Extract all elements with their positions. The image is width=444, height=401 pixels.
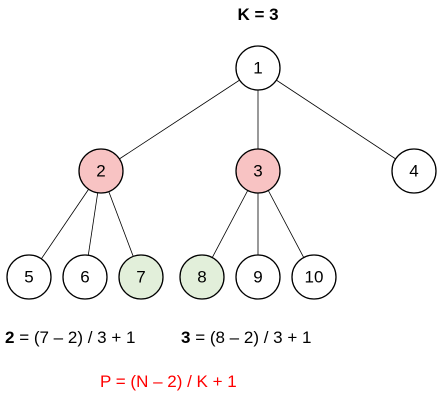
node-label-5: 5	[24, 268, 33, 287]
node-label-6: 6	[80, 268, 89, 287]
node-circle-5	[6, 254, 52, 300]
node-label-1: 1	[253, 59, 262, 78]
general-parent-formula: P = (N – 2) / K + 1	[100, 372, 237, 391]
tree-node-2: 2	[78, 148, 124, 194]
tree-node-8: 8	[179, 254, 225, 300]
formula-parent-2: 2 = (7 – 2) / 3 + 1	[5, 328, 135, 348]
node-label-8: 8	[197, 268, 206, 287]
edge-1-4	[257, 67, 415, 172]
k-title: K = 3	[237, 5, 279, 24]
formula-parent-2-result: 2	[5, 328, 15, 347]
node-circle-9	[235, 254, 281, 300]
node-circle-10	[291, 254, 337, 300]
formula-parent-3: 3 = (8 – 2) / 3 + 1	[181, 328, 311, 348]
node-circle-7	[118, 254, 164, 300]
node-label-9: 9	[253, 268, 262, 287]
node-circle-4	[391, 148, 437, 194]
node-circle-3	[235, 148, 281, 194]
tree-node-3: 3	[235, 148, 281, 194]
formula-parent-3-result: 3	[181, 328, 191, 347]
node-label-2: 2	[96, 162, 105, 181]
node-label-10: 10	[305, 268, 324, 287]
formula-parent-3-expression: = (8 – 2) / 3 + 1	[190, 328, 312, 347]
node-circle-8	[179, 254, 225, 300]
node-circle-2	[78, 148, 124, 194]
tree-node-6: 6	[62, 254, 108, 300]
node-label-4: 4	[409, 162, 418, 181]
tree-nodes: 1 2 3 4 5 6 7 8 9 10	[6, 45, 437, 300]
node-circle-6	[62, 254, 108, 300]
node-label-3: 3	[253, 162, 262, 181]
formula-parent-2-expression: = (7 – 2) / 3 + 1	[14, 328, 136, 347]
node-label-7: 7	[136, 268, 145, 287]
tree-node-9: 9	[235, 254, 281, 300]
tree-node-5: 5	[6, 254, 52, 300]
tree-node-1: 1	[235, 45, 281, 91]
edge-1-2	[100, 67, 259, 172]
tree-node-7: 7	[118, 254, 164, 300]
tree-node-10: 10	[291, 254, 337, 300]
node-circle-1	[235, 45, 281, 91]
tree-node-4: 4	[391, 148, 437, 194]
